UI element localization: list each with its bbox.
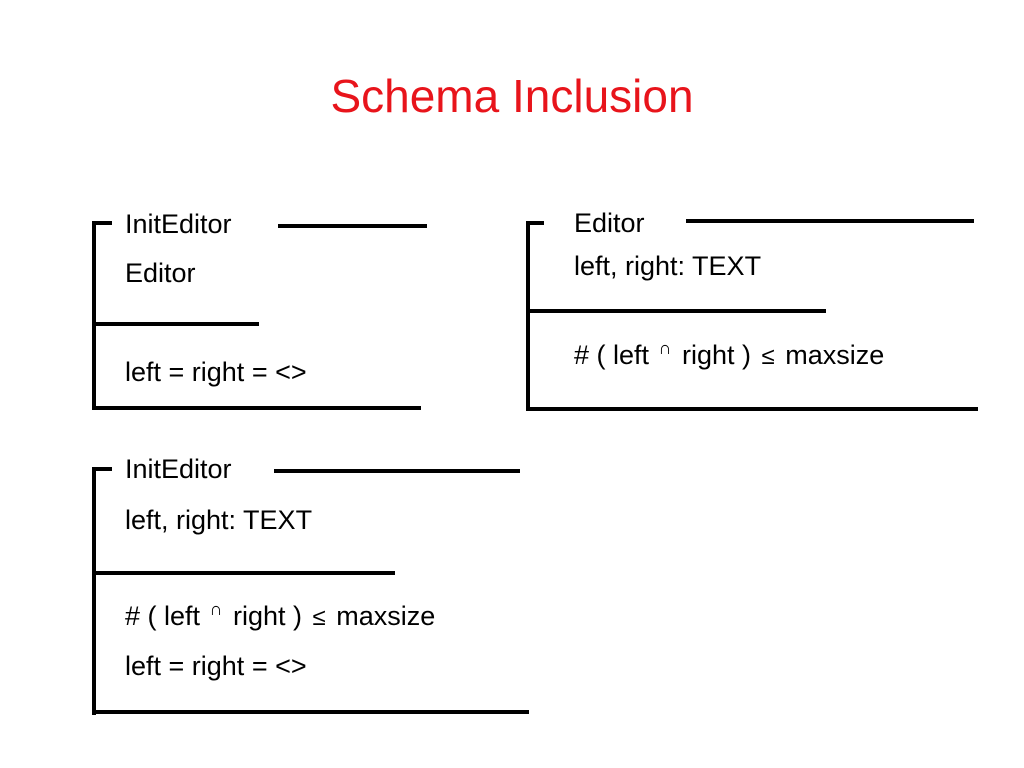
page-title: Schema Inclusion: [330, 70, 694, 122]
schema-left-border: [92, 467, 96, 715]
predicate-post: maxsize: [785, 340, 885, 370]
schema-predicate: # ( left ∩ right ) ≤ maxsize: [125, 599, 436, 635]
schema-name: Editor: [574, 208, 645, 238]
schema-predicate-second: left = right = <>: [125, 651, 307, 681]
less-equal-symbol: ≤: [312, 604, 326, 631]
schema-left-border: [526, 221, 530, 411]
schema-top-tick: [526, 221, 544, 225]
schema-divider: [92, 571, 395, 575]
schema-left-border: [92, 221, 96, 410]
schema-declaration: Editor: [125, 258, 196, 288]
schema-top-line: [686, 219, 974, 223]
predicate-mid: right ): [682, 340, 752, 370]
schema-divider: [526, 309, 826, 313]
schema-top-line: [274, 469, 520, 473]
schema-top-line: [278, 224, 427, 228]
schema-predicate: left = right = <>: [125, 357, 307, 387]
schema-top-tick: [92, 221, 112, 225]
less-equal-symbol: ≤: [761, 343, 775, 370]
predicate-post: maxsize: [336, 601, 436, 631]
intersection-symbol: ∩: [209, 599, 223, 619]
predicate-mid: right ): [233, 601, 303, 631]
schema-bottom-line: [92, 406, 421, 410]
schema-declaration: left, right: TEXT: [125, 505, 313, 535]
schema-bottom-line: [526, 407, 978, 411]
predicate-pre: # ( left: [574, 340, 650, 370]
schema-predicate: # ( left ∩ right ) ≤ maxsize: [574, 338, 885, 374]
schema-top-tick: [92, 467, 112, 471]
intersection-symbol: ∩: [658, 338, 672, 358]
predicate-pre: # ( left: [125, 601, 201, 631]
schema-divider: [92, 322, 259, 326]
schema-name: InitEditor: [125, 454, 232, 484]
schema-declaration: left, right: TEXT: [574, 251, 762, 281]
schema-name: InitEditor: [125, 209, 232, 239]
schema-bottom-line: [92, 710, 529, 714]
